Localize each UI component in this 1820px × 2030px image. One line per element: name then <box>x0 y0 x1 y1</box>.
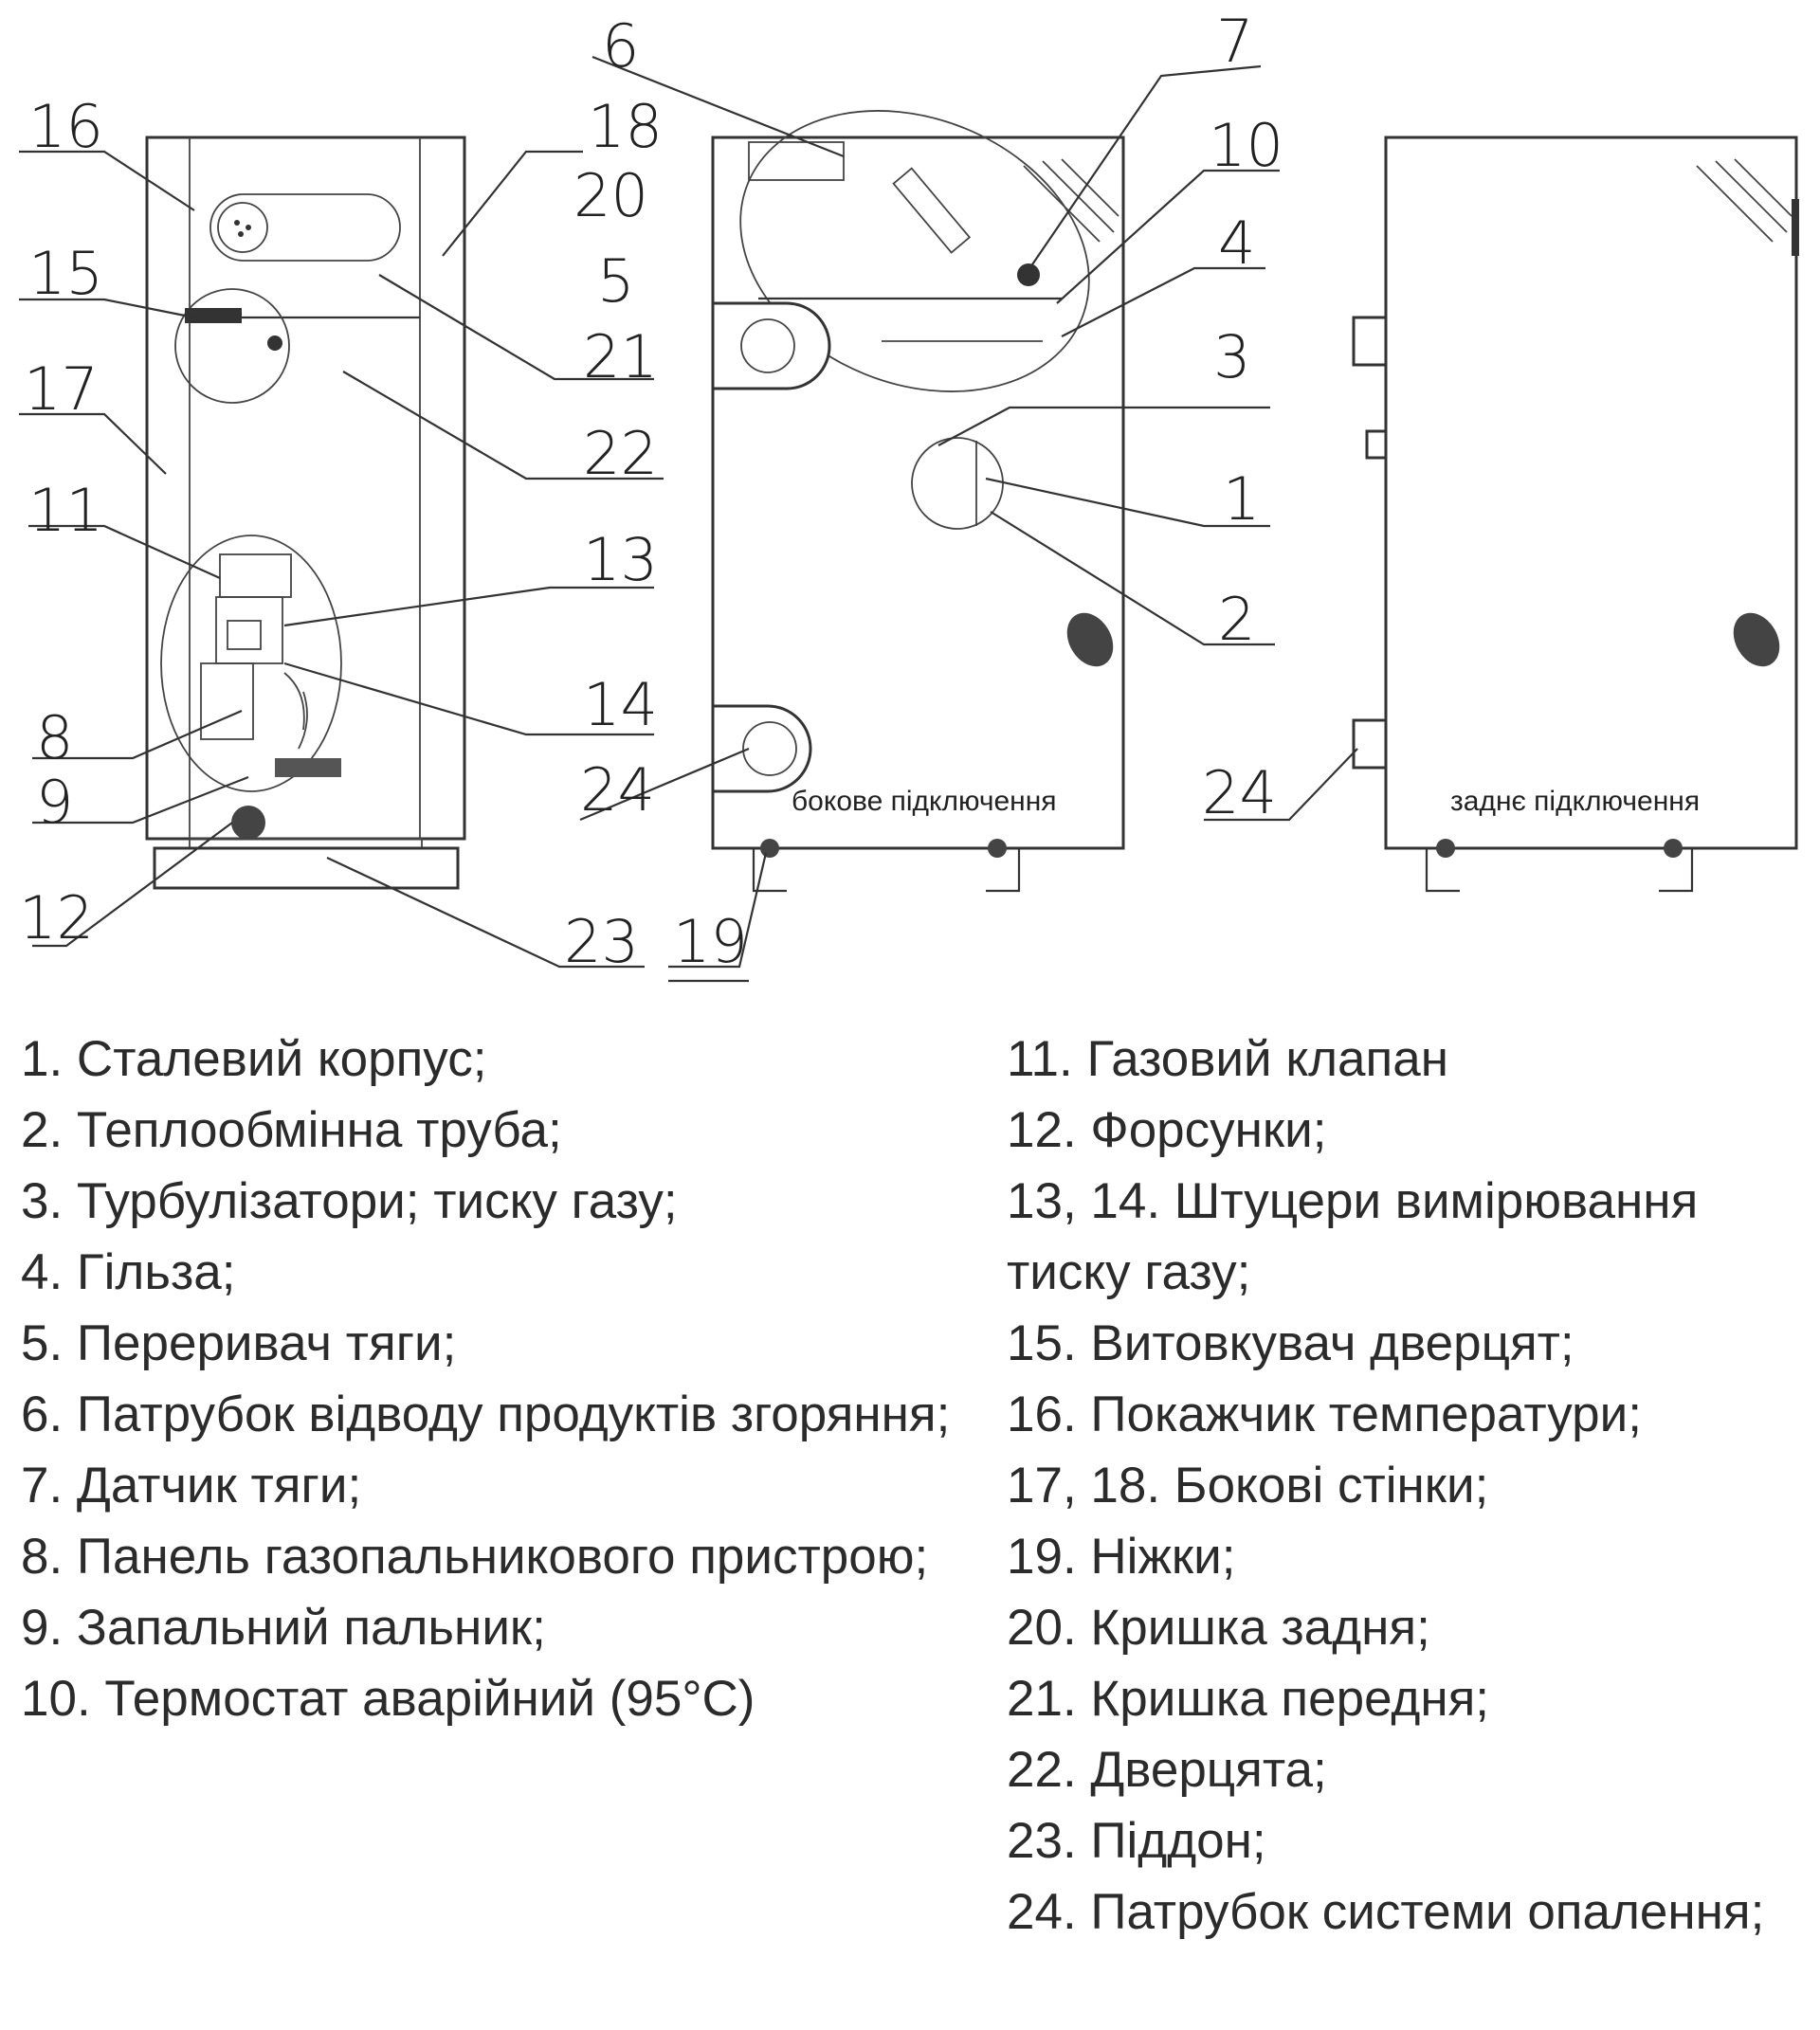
legend-item-5: 5. Переривач тяги; <box>21 1315 457 1371</box>
callout-21: 21 <box>583 322 658 391</box>
legend-item-9: 9. Запальний пальник; <box>21 1600 546 1656</box>
legend-item-15: 15. Витовкувач дверцят; <box>1007 1315 1574 1371</box>
callout-24-side: 24 <box>580 755 655 825</box>
callout-6: 6 <box>602 11 639 81</box>
callout-13: 13 <box>583 525 658 594</box>
callout-2: 2 <box>1218 585 1255 654</box>
legend-item-22: 22. Дверцята; <box>1007 1742 1327 1798</box>
side-view <box>579 55 1280 983</box>
callout-23: 23 <box>564 907 639 976</box>
legend-item-16: 16. Покажчик температури; <box>1007 1387 1642 1442</box>
legend-item-3: 3. Турбулізатори; тиску газу; <box>21 1173 678 1229</box>
callout-5: 5 <box>597 246 634 316</box>
callout-14: 14 <box>583 670 658 739</box>
callout-20: 20 <box>573 161 648 230</box>
legend-item-24: 24. Патрубок системи опалення; <box>1007 1884 1765 1940</box>
legend-item-10: 10. Термостат аварійний (95°C) <box>21 1671 755 1727</box>
rear-view <box>1204 136 1799 893</box>
callout-10: 10 <box>1209 111 1283 180</box>
front-view <box>19 136 664 969</box>
callout-labels: 16 15 17 11 8 9 12 6 18 20 5 21 22 13 14… <box>19 7 1700 976</box>
callout-16: 16 <box>28 92 103 161</box>
legend-item-1: 1. Сталевий корпус; <box>21 1031 487 1087</box>
caption-side-connection: бокове підключення <box>792 786 1057 817</box>
caption-rear-connection: заднє підключення <box>1450 786 1700 817</box>
legend-item-11: 11. Газовий клапан <box>1007 1031 1448 1087</box>
legend-item-4: 4. Гільза; <box>21 1244 236 1300</box>
legend-item-7: 7. Датчик тяги; <box>21 1458 362 1513</box>
legend-item-2: 2. Теплообмінна труба; <box>21 1102 562 1158</box>
callout-3: 3 <box>1213 322 1250 391</box>
callout-15: 15 <box>28 239 103 308</box>
callout-22: 22 <box>583 419 658 488</box>
legend-item-20: 20. Кришка задня; <box>1007 1600 1430 1656</box>
callout-1: 1 <box>1223 464 1260 534</box>
legend-item-13-14: 13, 14. Штуцери вимірювання тиску газу; <box>1007 1173 1699 1300</box>
legend-item-19: 19. Ніжки; <box>1007 1529 1236 1585</box>
legend-item-12: 12. Форсунки; <box>1007 1102 1327 1158</box>
legend-left-column: 1. Сталевий корпус; 2. Теплообмінна труб… <box>21 1024 978 1734</box>
legend-item-23: 23. Піддон; <box>1007 1813 1266 1869</box>
callout-19: 19 <box>673 907 748 976</box>
callout-8: 8 <box>36 703 73 772</box>
legend-item-6: 6. Патрубок відводу продуктів згоряння; <box>21 1387 951 1442</box>
legend-right-column: 11. Газовий клапан 12. Форсунки; 13, 14.… <box>1007 1024 1812 1948</box>
callout-18: 18 <box>588 92 663 161</box>
callout-9: 9 <box>36 768 73 837</box>
callout-17: 17 <box>24 354 99 424</box>
legend-item-17-18: 17, 18. Бокові стінки; <box>1007 1458 1489 1513</box>
legend-item-21: 21. Кришка передня; <box>1007 1671 1490 1727</box>
callout-4: 4 <box>1218 208 1255 278</box>
callout-12: 12 <box>19 883 94 952</box>
boiler-diagram: 16 15 17 11 8 9 12 6 18 20 5 21 22 13 14… <box>19 7 1799 983</box>
callout-24-rear: 24 <box>1202 758 1277 827</box>
callout-11: 11 <box>28 476 103 545</box>
legend-item-8: 8. Панель газопальникового пристрою; <box>21 1529 929 1585</box>
callout-7: 7 <box>1216 7 1253 76</box>
